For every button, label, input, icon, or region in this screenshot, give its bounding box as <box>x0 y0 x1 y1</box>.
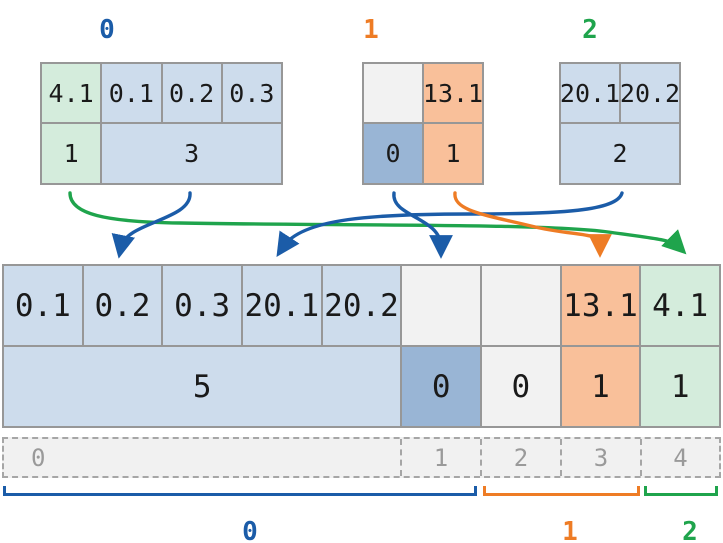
index-label: 3 <box>593 443 609 472</box>
merged-value-cell: 20.2 <box>322 266 401 345</box>
chunk-0-bracket-label: 0 <box>242 517 258 543</box>
merged-runlength-cell: 0 <box>402 347 480 426</box>
chunk2-runlength-cell: 2 <box>561 124 679 183</box>
chunk0-value-cell: 0.2 <box>162 64 221 122</box>
chunk1-runlength-cell: 1 <box>424 124 482 183</box>
chunk-2-label: 2 <box>582 15 598 45</box>
chunk-1-bracket-label: 1 <box>562 517 578 543</box>
blue-merge-arrow-icon <box>276 191 624 257</box>
chunk0-runlength-cell: 3 <box>102 124 281 183</box>
merged-value-cell <box>481 266 560 345</box>
merged-runlength-cell: 1 <box>641 347 719 426</box>
index-segment: 4 <box>640 439 719 476</box>
index-label: 1 <box>433 443 449 472</box>
merged-value-cell: 4.1 <box>641 266 719 345</box>
chunk-table-2: 20.1 20.2 2 <box>559 62 681 185</box>
merged-runlength-cell: 0 <box>481 347 560 426</box>
chunk1-value-cell <box>364 64 422 122</box>
merged-runlength-cell: 1 <box>561 347 640 426</box>
logical-index-strip: 0 1 2 3 4 <box>2 437 721 478</box>
chunk-table-1: 13.1 0 1 <box>362 62 484 185</box>
chunk2-value-cell: 20.2 <box>621 64 679 122</box>
merged-table: 0.1 0.2 0.3 20.1 20.2 13.1 4.1 5 0 0 1 1 <box>2 264 721 428</box>
chunk-2-extent-bracket <box>644 486 718 496</box>
index-segment: 2 <box>480 439 560 476</box>
merged-value-cell: 20.1 <box>242 266 321 345</box>
merged-runlength-cell: 5 <box>4 347 401 426</box>
index-label: 2 <box>513 443 529 472</box>
chunk-2-bracket-label: 2 <box>682 517 698 543</box>
merged-value-cell: 0.2 <box>83 266 162 345</box>
index-segment: 0 <box>4 439 400 476</box>
chunk2-value-cell: 20.1 <box>561 64 619 122</box>
chunk1-runlength-cell: 0 <box>364 124 422 183</box>
chunk-0-extent-bracket <box>3 486 477 496</box>
chunk-1-extent-bracket <box>483 486 640 496</box>
index-segment: 1 <box>400 439 480 476</box>
orange-merge-arrow-icon <box>453 191 612 258</box>
merged-value-cell: 13.1 <box>561 266 640 345</box>
chunk0-value-cell: 4.1 <box>42 64 101 122</box>
chunk-0-label: 0 <box>99 15 115 45</box>
merged-value-cell: 0.1 <box>4 266 82 345</box>
index-label: 0 <box>31 443 46 472</box>
chunk1-value-cell: 13.1 <box>424 64 482 122</box>
green-merge-arrow-icon <box>68 191 687 255</box>
merged-value-cell <box>402 266 480 345</box>
chunk0-runlength-cell: 1 <box>42 124 101 183</box>
index-segment: 3 <box>560 439 640 476</box>
blue-merge-arrow-icon <box>392 191 453 259</box>
index-label: 4 <box>673 443 688 472</box>
chunk-table-0: 4.1 0.1 0.2 0.3 1 3 <box>40 62 283 185</box>
blue-merge-arrow-icon <box>111 191 192 259</box>
chunk-1-label: 1 <box>363 15 379 45</box>
chunk0-value-cell: 0.3 <box>222 64 281 122</box>
chunk0-value-cell: 0.1 <box>102 64 161 122</box>
merged-value-cell: 0.3 <box>163 266 241 345</box>
